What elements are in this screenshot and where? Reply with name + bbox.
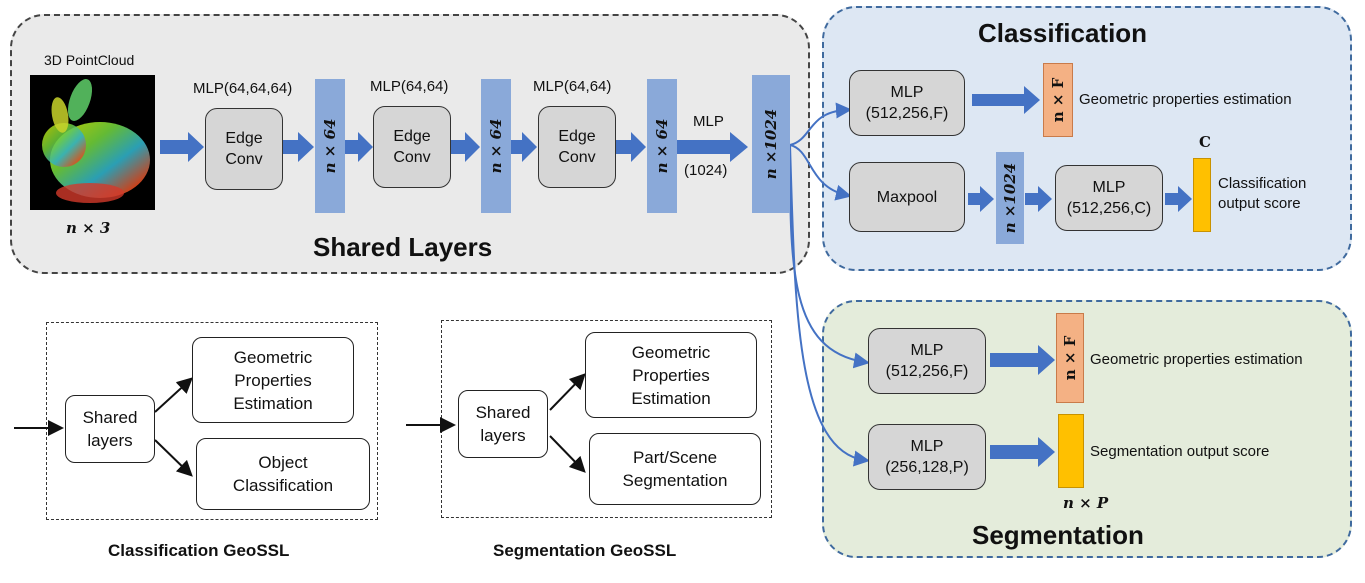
cls-geossl-object-classification: Object Classification [196, 438, 370, 510]
edgeconv-2: Edge Conv [373, 106, 451, 188]
mlp1-label: MLP(64,64,64) [193, 80, 293, 97]
arrow-cls-mlp-to-f [972, 86, 1040, 114]
feature-block-64-2: n × 64 [481, 79, 511, 213]
seg-geossl-part-scene-segmentation: Part/Scene Segmentation [589, 433, 761, 505]
segmentation-geo-label: Geometric properties estimation [1090, 351, 1303, 368]
segmentation-mlp-geo: MLP (512,256,F) [868, 328, 986, 394]
arrow-maxpool-to-dim [968, 186, 994, 212]
mlp3-label: MLP(64,64) [533, 78, 612, 95]
mlp-final-label: MLP [693, 113, 724, 130]
arrow-mlp-cls-to-output [1165, 186, 1192, 212]
arrow-dim-to-edgeconv2 [345, 132, 373, 162]
arrow-dim-to-mlp-cls [1025, 186, 1052, 212]
mlp-final-dim: (1024) [684, 162, 728, 179]
classification-geo-label: Geometric properties estimation [1079, 91, 1292, 108]
segmentation-title: Segmentation [972, 520, 1144, 550]
classification-geossl-caption: Classification GeoSSL [108, 541, 290, 560]
dim-label: n × F [1049, 77, 1067, 123]
shared-layers-title: Shared Layers [313, 232, 493, 262]
classification-f-block: n × F [1043, 63, 1073, 137]
classification-output-label: Classification output score [1218, 175, 1307, 212]
segmentation-output-block [1058, 414, 1084, 488]
arrow-input-to-edgeconv1 [160, 132, 204, 162]
classification-c-label: C [1199, 133, 1211, 151]
mlp2-label: MLP(64,64) [370, 78, 449, 95]
dim-label: n ×1024 [762, 108, 780, 180]
arrow-seg-mlp-to-output [990, 437, 1055, 467]
dim-label: n × 64 [321, 118, 339, 174]
classification-1024-block: n ×1024 [996, 152, 1024, 244]
arrow-mlp-1024 [677, 132, 748, 162]
segmentation-output-label: Segmentation output score [1090, 443, 1270, 460]
input-dim-label: n × 3 [66, 219, 111, 237]
feature-block-1024: n ×1024 [752, 75, 790, 213]
segmentation-p-label: n × P [1063, 494, 1109, 512]
classification-mlp-geo: MLP (512,256,F) [849, 70, 965, 136]
classification-output-block [1193, 158, 1211, 232]
arrow-edgeconv1-to-dim [283, 132, 314, 162]
arrow-dim-to-edgeconv3 [510, 132, 537, 162]
edgeconv-3: Edge Conv [538, 106, 616, 188]
dim-label: n × F [1061, 335, 1079, 381]
maxpool-box: Maxpool [849, 162, 965, 232]
arrow-seg-mlp-to-f [990, 345, 1055, 375]
segmentation-geossl-caption: Segmentation GeoSSL [493, 541, 677, 560]
segmentation-f-block: n × F [1056, 313, 1084, 403]
dim-label: n × 64 [653, 118, 671, 174]
point-cloud-label: 3D PointCloud [44, 52, 135, 68]
arrow-edgeconv3-to-dim [616, 132, 646, 162]
segmentation-mlp-seg: MLP (256,128,P) [868, 424, 986, 490]
cls-geossl-shared-layers: Shared layers [65, 395, 155, 463]
feature-block-64-3: n × 64 [647, 79, 677, 213]
feature-block-64-1: n × 64 [315, 79, 345, 213]
bunny-pointcloud-icon [42, 79, 150, 203]
seg-geossl-shared-layers: Shared layers [458, 390, 548, 458]
arrow-edgeconv2-to-dim [451, 132, 480, 162]
seg-geossl-geometric-estimation: Geometric Properties Estimation [585, 332, 757, 418]
edgeconv-1: Edge Conv [205, 108, 283, 190]
cls-geossl-geometric-estimation: Geometric Properties Estimation [192, 337, 354, 423]
classification-title: Classification [978, 18, 1148, 48]
point-cloud-image [30, 75, 155, 210]
dim-label: n × 64 [487, 118, 505, 174]
classification-mlp-cls: MLP (512,256,C) [1055, 165, 1163, 231]
dim-label: n ×1024 [1001, 162, 1019, 234]
